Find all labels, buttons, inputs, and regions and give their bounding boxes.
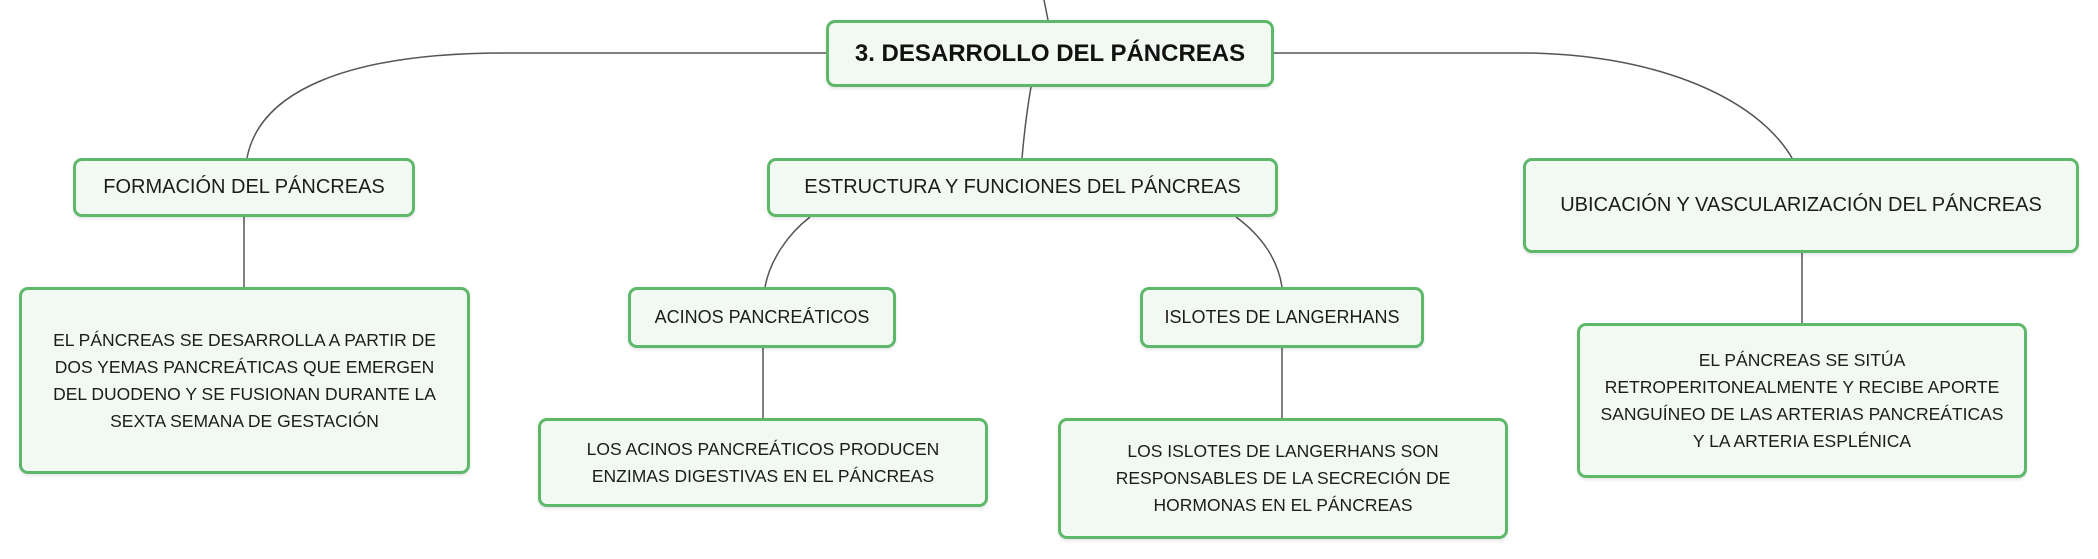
acinos-label: ACINOS PANCREÁTICOS <box>654 307 870 327</box>
connector-root-estructura <box>1021 86 1032 159</box>
connector-top-stub <box>1043 0 1049 21</box>
connector-estructura-acinos <box>764 216 811 288</box>
root-topic-label: 3. DESARROLLO DEL PÁNCREAS <box>854 39 1246 67</box>
islotes-detail-text: LOS ISLOTES DE LANGERHANS SON RESPONSABL… <box>1115 441 1451 515</box>
formacion-detail-node[interactable]: EL PÁNCREAS SE DESARROLLA A PARTIR DE DO… <box>19 287 470 474</box>
formacion-node[interactable]: FORMACIÓN DEL PÁNCREAS <box>73 158 415 217</box>
connector-root-formacion <box>246 52 826 159</box>
connector-root-ubicacion <box>1272 52 1793 159</box>
islotes-detail-node[interactable]: LOS ISLOTES DE LANGERHANS SON RESPONSABL… <box>1058 418 1508 539</box>
connector-estructura-islotes <box>1235 216 1283 288</box>
islotes-node[interactable]: ISLOTES DE LANGERHANS <box>1140 287 1424 348</box>
root-topic-node[interactable]: 3. DESARROLLO DEL PÁNCREAS <box>826 20 1274 87</box>
acinos-detail-text: LOS ACINOS PANCREÁTICOS PRODUCEN ENZIMAS… <box>586 438 940 486</box>
ubicacion-label: UBICACIÓN Y VASCULARIZACIÓN DEL PÁNCREAS <box>1560 194 2042 216</box>
ubicacion-detail-node[interactable]: EL PÁNCREAS SE SITÚA RETROPERITONEALMENT… <box>1577 323 2027 478</box>
ubicacion-detail-text: EL PÁNCREAS SE SITÚA RETROPERITONEALMENT… <box>1600 349 2004 451</box>
ubicacion-node[interactable]: UBICACIÓN Y VASCULARIZACIÓN DEL PÁNCREAS <box>1523 158 2079 253</box>
formacion-label: FORMACIÓN DEL PÁNCREAS <box>103 176 385 198</box>
islotes-label: ISLOTES DE LANGERHANS <box>1164 307 1400 327</box>
acinos-node[interactable]: ACINOS PANCREÁTICOS <box>628 287 896 348</box>
estructura-node[interactable]: ESTRUCTURA Y FUNCIONES DEL PÁNCREAS <box>767 158 1278 217</box>
formacion-detail-text: EL PÁNCREAS SE DESARROLLA A PARTIR DE DO… <box>53 329 436 431</box>
acinos-detail-node[interactable]: LOS ACINOS PANCREÁTICOS PRODUCEN ENZIMAS… <box>538 418 988 507</box>
estructura-label: ESTRUCTURA Y FUNCIONES DEL PÁNCREAS <box>804 176 1241 198</box>
